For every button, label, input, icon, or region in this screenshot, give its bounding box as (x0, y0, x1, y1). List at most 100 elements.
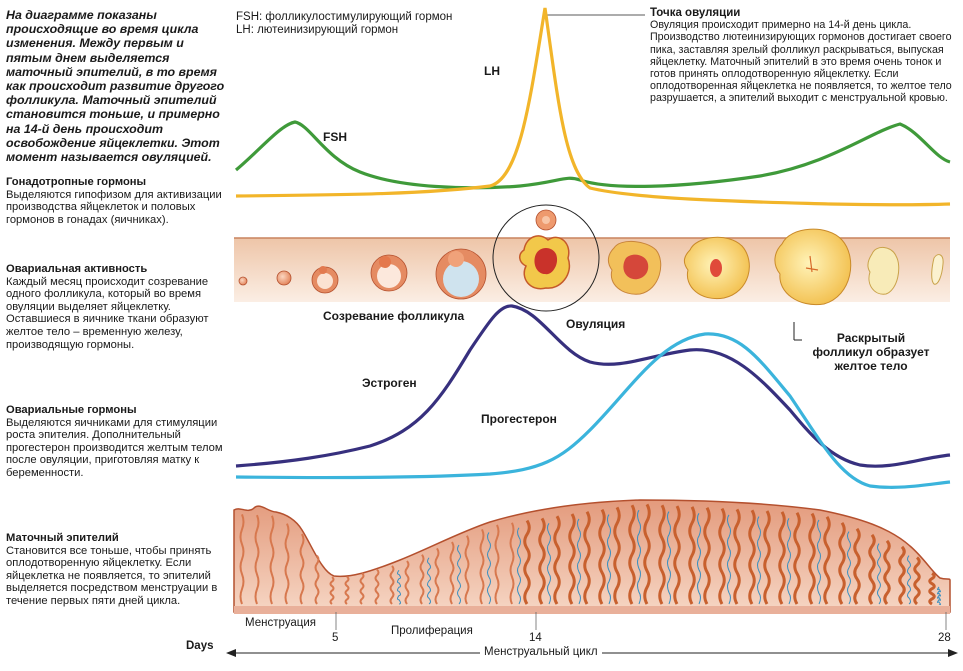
epithelium-vessel (547, 523, 551, 605)
days-label: Days (186, 640, 214, 652)
follicle-sequence (238, 248, 487, 300)
epithelium-gland (568, 513, 576, 605)
epithelium-vessel (637, 509, 641, 605)
follicle-stage-4 (370, 254, 408, 292)
tick-label-5: 5 (332, 632, 339, 644)
section-uterine-epithelium: Маточный эпителий Становится все тоньше,… (6, 532, 228, 608)
ovulation-circle (492, 204, 600, 312)
epithelium-gland (748, 509, 756, 605)
epithelium-vessel (937, 586, 941, 606)
epithelium-vessel (397, 569, 401, 605)
epithelium-vessel (427, 557, 431, 605)
epithelium-gland (479, 528, 485, 605)
epithelium-gland (688, 506, 696, 605)
epithelium-gland (404, 560, 410, 605)
epithelium-gland (299, 533, 305, 605)
ovulation-point-title: Точка овуляции (650, 7, 741, 19)
corpus-luteum-stage-1 (607, 241, 662, 295)
corpus-luteum-stage-2 (683, 236, 750, 300)
epithelium-gland (808, 512, 816, 605)
section-title: Маточный эпителий (6, 532, 119, 544)
epithelium-gland (314, 554, 320, 605)
epithelium-gland (718, 507, 726, 605)
epithelium-gland (853, 527, 861, 605)
epithelium-gland (898, 545, 906, 606)
epithelium-gland (913, 556, 921, 606)
legend-fsh: FSH: фолликулостимулирующий гормон (236, 11, 453, 23)
follicle-stage-3 (311, 266, 339, 294)
estrogen-label: Эстроген (362, 376, 417, 390)
epithelium-vessel (757, 516, 761, 605)
epithelium-vessel (787, 517, 791, 605)
epithelium-glands (239, 503, 941, 606)
ovulation-point-callout: Точка овуляции Овуляция происходит приме… (650, 7, 958, 105)
corpus-luteum-label: Раскрытый фолликул образует желтое тело (812, 331, 930, 373)
epithelium-gland (583, 511, 591, 605)
epithelium-vessel (847, 531, 851, 605)
epithelium-gland (613, 506, 621, 605)
intro-text: На диаграмме показаны происходящие во вр… (6, 8, 225, 165)
follicle-maturation-label: Созревание фолликула (323, 309, 465, 323)
epithelium-gland (389, 565, 395, 605)
proliferation-label: Пролиферация (391, 625, 473, 637)
epithelium-gland (449, 541, 455, 605)
cycle-arrow-right (948, 649, 958, 657)
epithelium-gland (883, 539, 891, 605)
progesterone-label: Прогестерон (481, 412, 557, 426)
epithelium-vessel (877, 543, 881, 605)
epithelium-gland (658, 504, 666, 605)
epithelium-gland (374, 568, 380, 605)
epithelium-gland (643, 503, 651, 605)
lh-label: LH (484, 64, 500, 78)
section-ovarian-activity: Овариальная активность Каждый месяц прои… (6, 263, 228, 351)
epithelium-vessel (667, 511, 671, 605)
epithelium-surface (233, 499, 951, 613)
epithelium-gland (239, 514, 245, 605)
epithelium-vessel (457, 544, 461, 605)
progesterone-curve (235, 332, 951, 489)
epithelium-gland (344, 576, 350, 605)
epithelium-gland (254, 514, 260, 605)
epithelium-gland (868, 533, 876, 605)
epithelium-gland (823, 516, 831, 605)
epithelium-gland (763, 510, 771, 605)
uterine-epithelium (233, 499, 951, 614)
epithelium-gland (553, 515, 561, 605)
epithelium-gland (538, 517, 546, 605)
section-title: Овариальные гормоны (6, 404, 137, 416)
epithelium-vessel (817, 519, 821, 605)
epithelium-vessel (487, 532, 491, 605)
epithelium-gland (523, 519, 531, 605)
epithelium-gland (628, 504, 636, 605)
epithelium-vessel (727, 514, 731, 605)
epithelium-gland (778, 511, 786, 605)
epithelium-vessel (697, 512, 701, 605)
follicle-stage-5 (435, 248, 487, 300)
corpus-luteum-stage-4 (867, 247, 900, 295)
menstruation-label: Менструация (245, 617, 316, 629)
epithelium-gland (703, 506, 711, 605)
cycle-arrow-left (226, 649, 236, 657)
corpus-luteum-sequence (607, 228, 944, 306)
epithelium-gland (284, 523, 290, 605)
epithelium-gland (434, 547, 440, 605)
epithelium-gland (329, 576, 335, 605)
section-ovarian-hormones: Овариальные гормоны Выделяются яичниками… (6, 404, 228, 480)
epithelium-gland (494, 524, 500, 605)
section-title: Гонадотропные гормоны (6, 176, 147, 188)
section-body: Каждый месяц происходит созревание одног… (6, 275, 209, 351)
follicle-stage-1 (238, 276, 248, 286)
corpus-luteum-stage-3 (774, 228, 852, 306)
corpus-luteum-stage-5 (931, 254, 944, 285)
epithelium-gland (509, 522, 515, 605)
tick-label-14: 14 (529, 632, 542, 644)
epithelium-gland (733, 508, 741, 605)
follicle-stage-2 (276, 270, 292, 286)
epithelium-gland (464, 535, 470, 605)
section-body: Выделяются яичниками для стимуляции рост… (6, 416, 223, 479)
section-body: Выделяются гипофизом для активизации про… (6, 188, 222, 226)
epithelium-base (234, 606, 950, 614)
epithelium-gland (269, 515, 275, 605)
hormone-legend: FSH: фолликулостимулирующий гормон LH: л… (236, 11, 452, 37)
epithelium-vessel (517, 527, 521, 605)
